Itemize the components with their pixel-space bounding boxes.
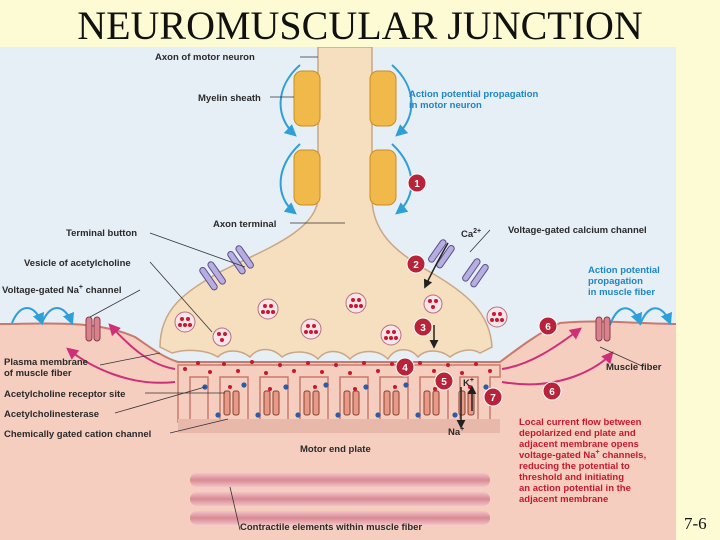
svg-text:adjacent membrane: adjacent membrane — [519, 494, 608, 505]
label-acetylcholinesterase: Acetylcholinesterase — [4, 409, 99, 420]
acetylcholine-vesicles — [174, 292, 508, 347]
contractile-elements — [190, 473, 490, 525]
svg-text:depolarized end plate and: depolarized end plate and — [519, 428, 636, 439]
action-potential-arrows-muscle — [11, 307, 672, 326]
label-muscle-fiber: Muscle fiber — [606, 362, 662, 373]
myelin-sheath — [293, 70, 397, 206]
label-na-ion: Na+ — [448, 426, 464, 438]
step-markers — [395, 173, 562, 407]
ion-flow-arrows — [423, 242, 477, 429]
label-voltage-gated-calcium: Voltage-gated calcium channel — [508, 225, 647, 236]
label-ca: Ca2+ — [461, 228, 481, 240]
acetylcholine-in-cleft — [183, 360, 492, 391]
step-3: 3 — [420, 323, 426, 334]
voltage-gated-na-channels — [85, 316, 611, 342]
action-potential-arrows-axon — [279, 64, 413, 215]
label-ach-receptor-site: Acetylcholine receptor site — [4, 389, 125, 400]
label-axon-terminal: Axon terminal — [213, 219, 276, 230]
label-ap-motor-1: Action potential propagation — [409, 89, 538, 100]
leader-lines — [89, 56, 643, 531]
step-2: 2 — [413, 260, 419, 271]
label-ap-muscle-3: in muscle fiber — [588, 287, 655, 298]
label-motor-end-plate: Motor end plate — [300, 444, 371, 455]
label-plasma-membrane-2: of muscle fiber — [4, 368, 72, 379]
label-myelin-sheath: Myelin sheath — [198, 93, 261, 104]
label-vesicle-acetylcholine: Vesicle of acetylcholine — [24, 258, 131, 269]
label-voltage-gated-na-channel: Voltage-gated Na+ channel — [2, 284, 122, 296]
step-1: 1 — [414, 179, 420, 190]
svg-text:reducing the potential to: reducing the potential to — [519, 461, 630, 472]
label-ap-motor-2: in motor neuron — [409, 100, 482, 111]
svg-text:voltage-gated Na+ channels,: voltage-gated Na+ channels, — [519, 449, 646, 461]
svg-text:an action potential in the: an action potential in the — [519, 483, 631, 494]
motor-end-plate-folds — [177, 364, 501, 426]
slide-title: NEUROMUSCULAR JUNCTION — [77, 3, 643, 48]
label-axon-of-motor-neuron: Axon of motor neuron — [155, 52, 255, 63]
step-6-upper: 6 — [545, 322, 551, 333]
label-terminal-button: Terminal button — [66, 228, 137, 239]
label-contractile-elements: Contractile elements within muscle fiber — [240, 522, 422, 533]
calcium-channels — [199, 239, 489, 291]
step-6-lower: 6 — [549, 387, 555, 398]
local-current-explanation: Local current flow between depolarized e… — [519, 417, 646, 505]
acetylcholinesterase-dots — [202, 382, 489, 418]
step-7: 7 — [490, 393, 496, 404]
local-current-arrows — [66, 323, 614, 386]
svg-text:adjacent membrane opens: adjacent membrane opens — [519, 439, 639, 450]
label-ap-muscle-1: Action potential — [588, 265, 660, 276]
step-4: 4 — [402, 363, 408, 374]
svg-text:Local current flow between: Local current flow between — [519, 417, 642, 428]
motor-neuron — [159, 47, 493, 361]
end-plate-base — [178, 419, 500, 433]
svg-text:threshold and initiating: threshold and initiating — [519, 472, 624, 483]
label-chemically-gated-channel: Chemically gated cation channel — [4, 429, 151, 440]
slide-number: 7-6 — [684, 514, 707, 533]
neuromuscular-junction-diagram: 1 2 3 6 4 5 6 7 Axon of motor neuron Mye… — [0, 47, 676, 540]
label-ap-muscle-2: propagation — [588, 276, 643, 287]
label-plasma-membrane-1: Plasma membrane — [4, 357, 88, 368]
label-k-ion: K+ — [463, 377, 474, 389]
step-5: 5 — [441, 377, 447, 388]
